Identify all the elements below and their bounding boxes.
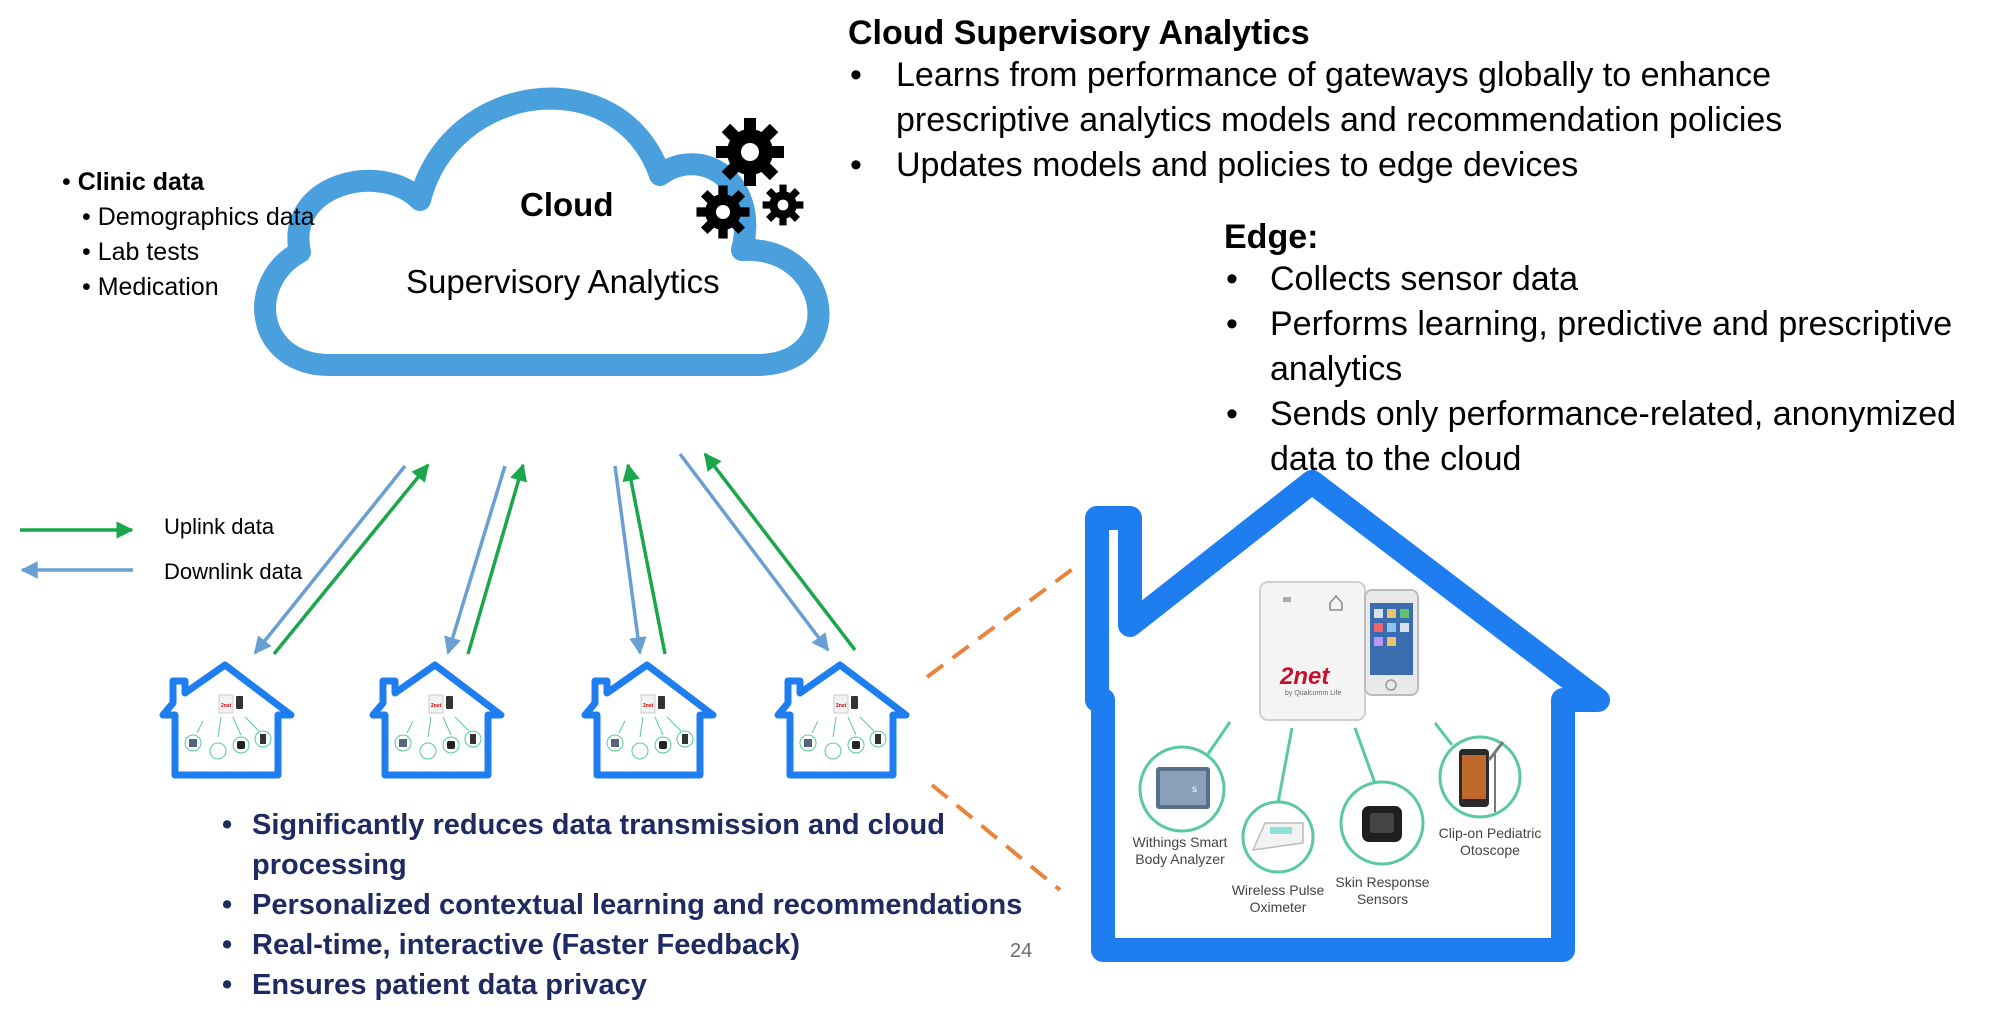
scale-icon: s <box>1138 745 1226 833</box>
device-label-otoscope: Clip-on Pediatric Otoscope <box>1438 825 1542 858</box>
edge-bullet: Sends only performance-related, anonymiz… <box>1224 392 1984 482</box>
uplink-arrow-3 <box>622 463 667 655</box>
cloud-subtitle: Supervisory Analytics <box>406 263 720 300</box>
edge-house-1 <box>163 665 291 775</box>
benefit-item: Significantly reduces data transmission … <box>222 805 1082 885</box>
cloud-analytics-bullet: Updates models and policies to edge devi… <box>848 143 1848 188</box>
edge-house-3 <box>585 665 713 775</box>
edge-bullet: Collects sensor data <box>1224 257 1984 302</box>
edge-house-2 <box>373 665 501 775</box>
downlink-arrow-1 <box>253 464 407 655</box>
clinic-item: Medication <box>62 270 315 305</box>
gateway-device <box>1259 581 1366 721</box>
gateway-brand: 2net <box>1280 663 1330 690</box>
wristband-icon <box>1339 780 1425 866</box>
downlink-arrow-2 <box>444 465 507 655</box>
device-label-scale: Withings Smart Body Analyzer <box>1132 834 1228 867</box>
clinic-item: Lab tests <box>62 235 315 270</box>
benefit-item: Real-time, interactive (Faster Feedback) <box>222 925 1082 965</box>
cloud-analytics-bullet: Learns from performance of gateways glob… <box>848 53 1848 143</box>
data-flow-arrows <box>253 452 857 656</box>
clinic-data-list: Clinic data Demographics data Lab tests … <box>62 165 315 305</box>
edge-house-4 <box>778 665 906 775</box>
device-label-wristband: Skin Response Sensors <box>1335 874 1430 907</box>
cloud-analytics-heading: Cloud Supervisory Analytics <box>848 14 1310 52</box>
svg-text:s: s <box>1192 784 1197 795</box>
edge-bullet: Performs learning, predictive and prescr… <box>1224 302 1984 392</box>
edge-heading: Edge: <box>1224 218 1319 256</box>
uplink-arrow-2 <box>466 463 528 655</box>
downlink-arrow-4 <box>678 452 830 652</box>
zoom-dash-top <box>925 563 1080 679</box>
clinic-item: Demographics data <box>62 200 315 235</box>
edge-panel: Edge: Collects sensor data Performs lear… <box>1224 218 1984 482</box>
downlink-arrow-3 <box>613 465 647 655</box>
legend-uplink-label: Uplink data <box>164 514 275 539</box>
benefit-item: Ensures patient data privacy <box>222 965 1082 1005</box>
device-label-oximeter: Wireless Pulse Oximeter <box>1231 882 1325 915</box>
otoscope-icon <box>1438 735 1522 819</box>
smartphone-icon <box>1364 589 1419 696</box>
gateway-brand-sub: by Qualcomm Life <box>1285 690 1342 697</box>
legend-downlink-label: Downlink data <box>164 559 303 584</box>
clinic-data-title: Clinic data <box>62 165 315 200</box>
device-connectors <box>1206 721 1454 804</box>
uplink-arrow-4 <box>703 452 857 652</box>
uplink-arrow-1 <box>272 463 430 656</box>
benefits-list: Significantly reduces data transmission … <box>222 805 1082 1005</box>
cloud-analytics-panel: Cloud Supervisory Analytics Learns from … <box>848 14 1848 188</box>
benefit-item: Personalized contextual learning and rec… <box>222 885 1082 925</box>
page-number: 24 <box>1010 940 1033 962</box>
pulse-oximeter-icon <box>1241 800 1315 874</box>
cloud-title: Cloud <box>520 186 614 223</box>
